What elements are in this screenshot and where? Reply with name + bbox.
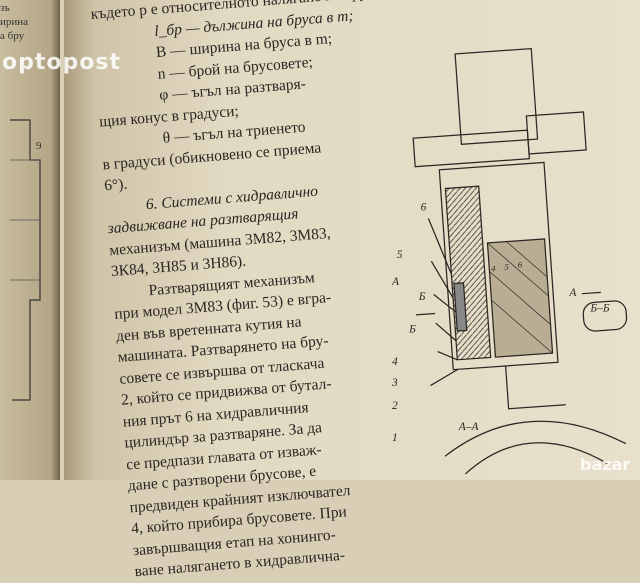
figure-label: 6	[421, 201, 427, 213]
left-figure	[10, 119, 41, 401]
left-page-edge: зъ ирина а бру 9	[0, 0, 60, 480]
watermark-optopost: optopost	[2, 50, 121, 75]
left-figure-label: 9	[36, 140, 42, 152]
left-text: ирина	[0, 16, 29, 28]
figure-label: 4	[392, 356, 398, 368]
figure-label: 5	[397, 249, 403, 261]
figure-label: А	[392, 276, 400, 288]
text-column: където p е относителното налягане на бру…	[90, 0, 461, 583]
figure-label: 2	[392, 400, 398, 412]
section-label: Б–Б	[589, 303, 609, 315]
figure-label: А	[568, 287, 577, 299]
figure-label: Б	[418, 291, 426, 303]
scale-label: 5	[505, 262, 510, 272]
figure-label: Б	[408, 323, 416, 335]
figure-label: 3	[392, 377, 398, 389]
watermark-bazar: bazar	[580, 455, 631, 474]
figure-53-diagram: 6 5 А Б Б 4 3 2 1 А–А Б–Б А 4 5 6	[392, 47, 628, 475]
section-label: А–А	[458, 421, 480, 433]
scale-label: 4	[491, 263, 496, 273]
figure-label: 1	[392, 432, 398, 444]
scale-label: 6	[518, 260, 523, 270]
left-text: зъ	[0, 2, 10, 14]
left-text: а бру	[0, 30, 25, 42]
